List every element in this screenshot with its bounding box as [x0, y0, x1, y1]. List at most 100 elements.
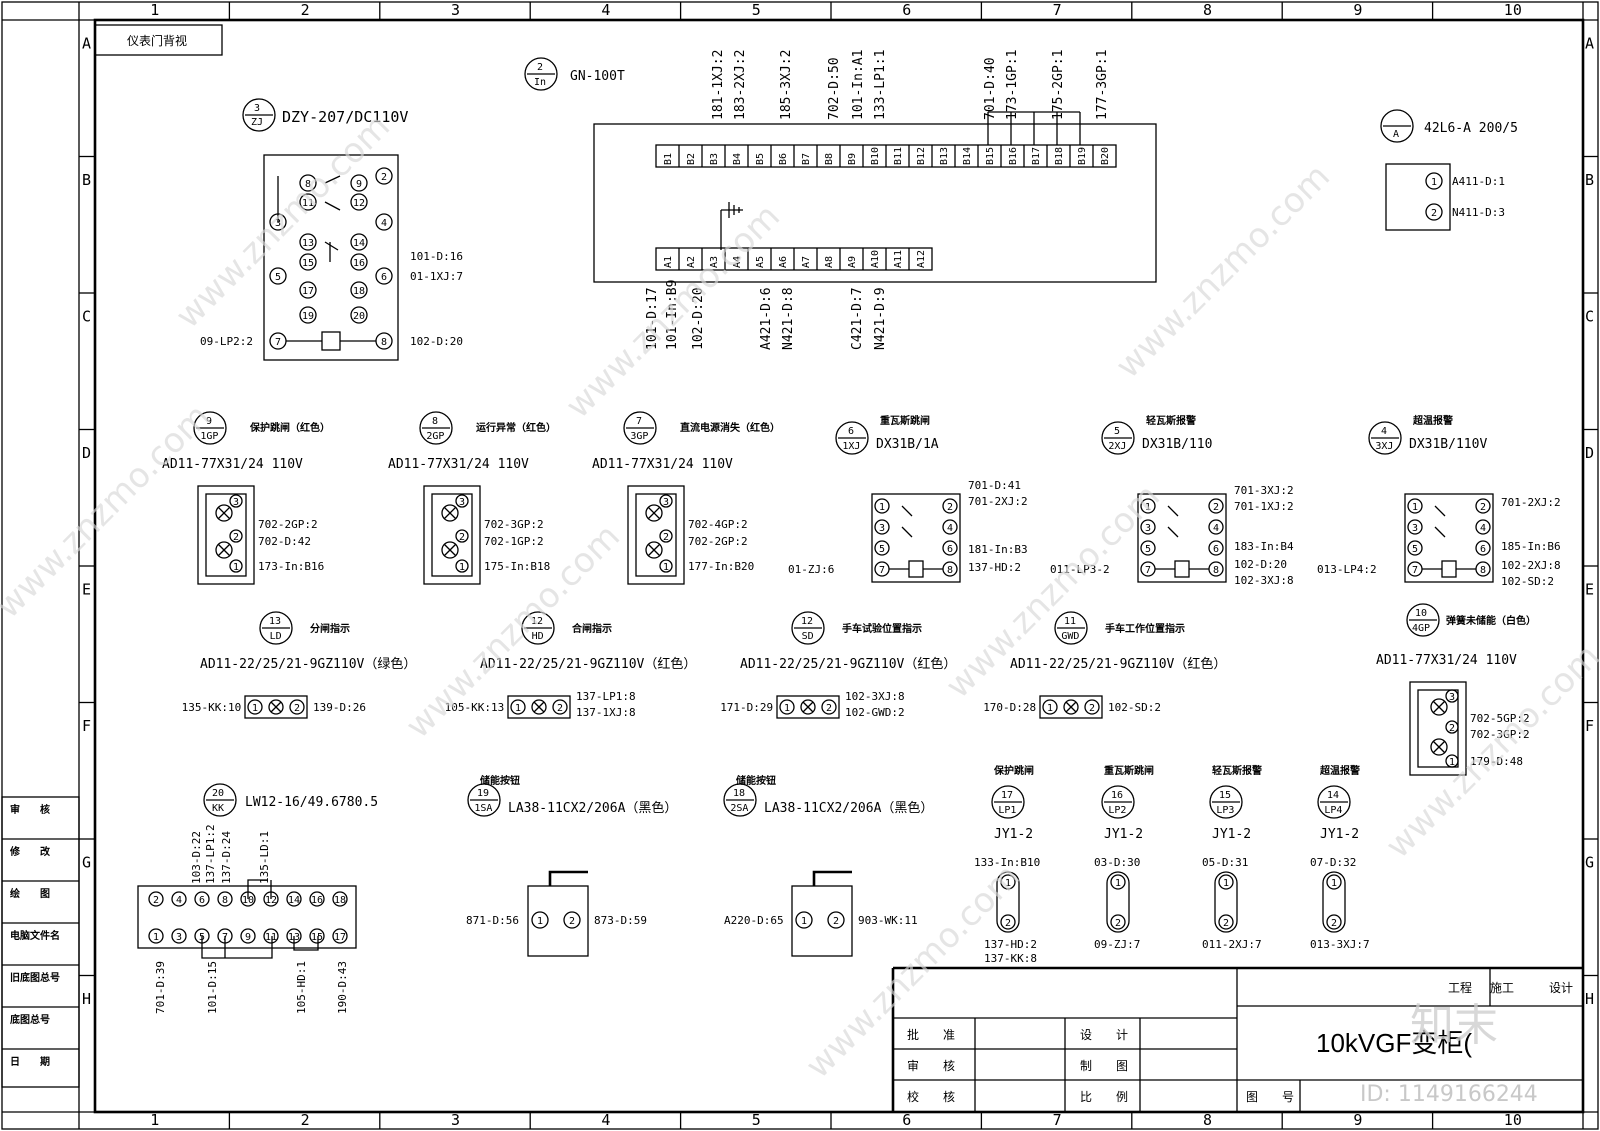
terminal-B2: B2	[686, 153, 697, 165]
pin-6: 6	[1480, 544, 1486, 555]
lamp-sd-tag	[791, 611, 825, 645]
terminal-A2: A2	[686, 256, 697, 268]
tb-phase: 设计	[1549, 981, 1573, 995]
lamp-left-label: 105-KK:13	[445, 701, 505, 714]
device-top-label-9: 175-2GP:1	[1051, 50, 1066, 120]
switch-kk-code: KK	[212, 803, 224, 814]
revision-table-cell-2: 修 改	[9, 845, 51, 858]
pin-6: 6	[381, 272, 387, 283]
terminal-B18: B18	[1054, 147, 1065, 165]
pin-2: 2	[947, 502, 953, 513]
switch-kk-top-label-2: 137-LP1:2	[204, 824, 217, 884]
pin-6: 6	[947, 544, 953, 555]
lamp-model: AD11-77X31/24 110V	[162, 457, 303, 472]
tb-stage: 施工	[1490, 981, 1514, 995]
pin-3: 3	[233, 497, 239, 508]
lamp-2gp-code: 2GP	[426, 431, 444, 442]
plate-lp4-num: 14	[1327, 790, 1339, 801]
pin-1: 1	[153, 932, 159, 943]
pin-1: 1	[1412, 502, 1418, 513]
pin-8: 8	[1480, 565, 1486, 576]
lamp-model: AD11-22/25/21-9GZ110V（红色）	[740, 656, 956, 672]
device-bottom-label-6: C421-D:7	[850, 287, 865, 350]
plate-lp4-tag	[1317, 785, 1351, 819]
lamp-4gp-title: 弹簧未储能（白色）	[1446, 614, 1536, 627]
signal-relay-1xj-tag	[835, 421, 869, 455]
lamp-model: AD11-22/25/21-9GZ110V（红色）	[1010, 656, 1226, 672]
pin-6: 6	[1213, 544, 1219, 555]
pin-7: 7	[1412, 565, 1418, 576]
device-gn100t-code: In	[534, 77, 546, 88]
watermark-id: ID: 1149166244	[1360, 1082, 1538, 1107]
device-gn100t-num: 2	[537, 62, 543, 73]
title-block: 批 准 审 核 校 核 设 计 制 图 比 例 工程 施工 设计 10kVGF变…	[891, 966, 1583, 1112]
lamp-4gp-label-3: 179-D:48	[1470, 755, 1523, 768]
terminal-B4: B4	[732, 153, 743, 165]
terminal-B3: B3	[709, 153, 720, 165]
pin-5: 5	[1412, 544, 1418, 555]
pin-2: 2	[663, 532, 669, 543]
terminal-A10: A10	[870, 250, 881, 268]
plate-top-label: 133-In:B10	[974, 856, 1040, 869]
plate-title: 重瓦斯跳闸	[1104, 764, 1154, 777]
pin-8: 8	[305, 179, 311, 190]
row-letter-right: C	[1585, 307, 1594, 325]
pin-15: 15	[311, 932, 323, 943]
pin-14: 14	[353, 238, 365, 249]
pin-2: 2	[233, 532, 239, 543]
col-number-bottom: 9	[1353, 1111, 1362, 1129]
lamp-4gp-code: 4GP	[1412, 623, 1430, 634]
col-number-bottom: 5	[752, 1111, 761, 1129]
pin-2: 2	[1089, 703, 1095, 714]
revision-table-cell-3: 绘 图	[10, 887, 50, 900]
revision-table-cell-6: 底图总号	[10, 1013, 50, 1026]
relay-3zj-model: DZY-207/DC110V	[282, 108, 408, 126]
signal-relay-left-label: 011-LP3-2	[1050, 563, 1110, 576]
pin-4: 4	[1213, 523, 1219, 534]
plate-bottom-label-1: 09-ZJ:7	[1094, 938, 1140, 951]
row-letter-left: F	[82, 717, 91, 735]
pin-1: 1	[252, 703, 258, 714]
col-number-bottom: 3	[451, 1111, 460, 1129]
tb-review: 审 核	[907, 1058, 955, 1073]
pin-2: 2	[557, 703, 563, 714]
plate-lp1-num: 17	[1001, 790, 1013, 801]
relay-3zj-body	[263, 154, 399, 361]
pin-11: 11	[265, 932, 277, 943]
row-letter-left: B	[82, 171, 91, 189]
lamp-4gp-label-2: 702-3GP:2	[1470, 728, 1530, 741]
switch-kk-bottom-label-2: 101-D:15	[206, 961, 219, 1014]
button-left-label: 871-D:56	[466, 914, 519, 927]
revision-table-cell-4: 电脑文件名	[10, 929, 60, 942]
pin-5: 5	[1145, 544, 1151, 555]
pin-1: 1	[1115, 878, 1121, 889]
pin-1: 1	[1331, 878, 1337, 889]
signal-relay-1xj-num: 6	[848, 426, 854, 437]
tb-draw: 制 图	[1080, 1059, 1128, 1073]
row-letter-right: E	[1585, 580, 1594, 598]
watermark-1: www.znzmo.com	[168, 106, 398, 336]
switch-kk-bottom-label-3: 105-HD:1	[295, 961, 308, 1014]
terminal-B5: B5	[755, 153, 766, 165]
plate-lp2-tag	[1101, 785, 1135, 819]
panel-title-box	[94, 24, 223, 56]
relay-3zj-label-3: 09-LP2:2	[200, 335, 253, 348]
button-2sa-num: 18	[733, 788, 745, 799]
device-bottom-label-2: 101-In:B9	[665, 280, 680, 350]
tb-design: 设 计	[1080, 1028, 1128, 1042]
pin-2: 2	[1115, 918, 1121, 929]
lamp-left-label: 170-D:28	[983, 701, 1036, 714]
lamp-1gp-code: 1GP	[200, 431, 218, 442]
lamp-sd-code: SD	[802, 631, 814, 642]
switch-kk-bottom-label-4: 190-D:43	[336, 961, 349, 1014]
watermark-layer: www.znzmo.com www.znzmo.com www.znzmo.co…	[0, 106, 1600, 1107]
switch-kk-num: 20	[212, 788, 224, 799]
col-number-top: 6	[902, 1, 911, 19]
